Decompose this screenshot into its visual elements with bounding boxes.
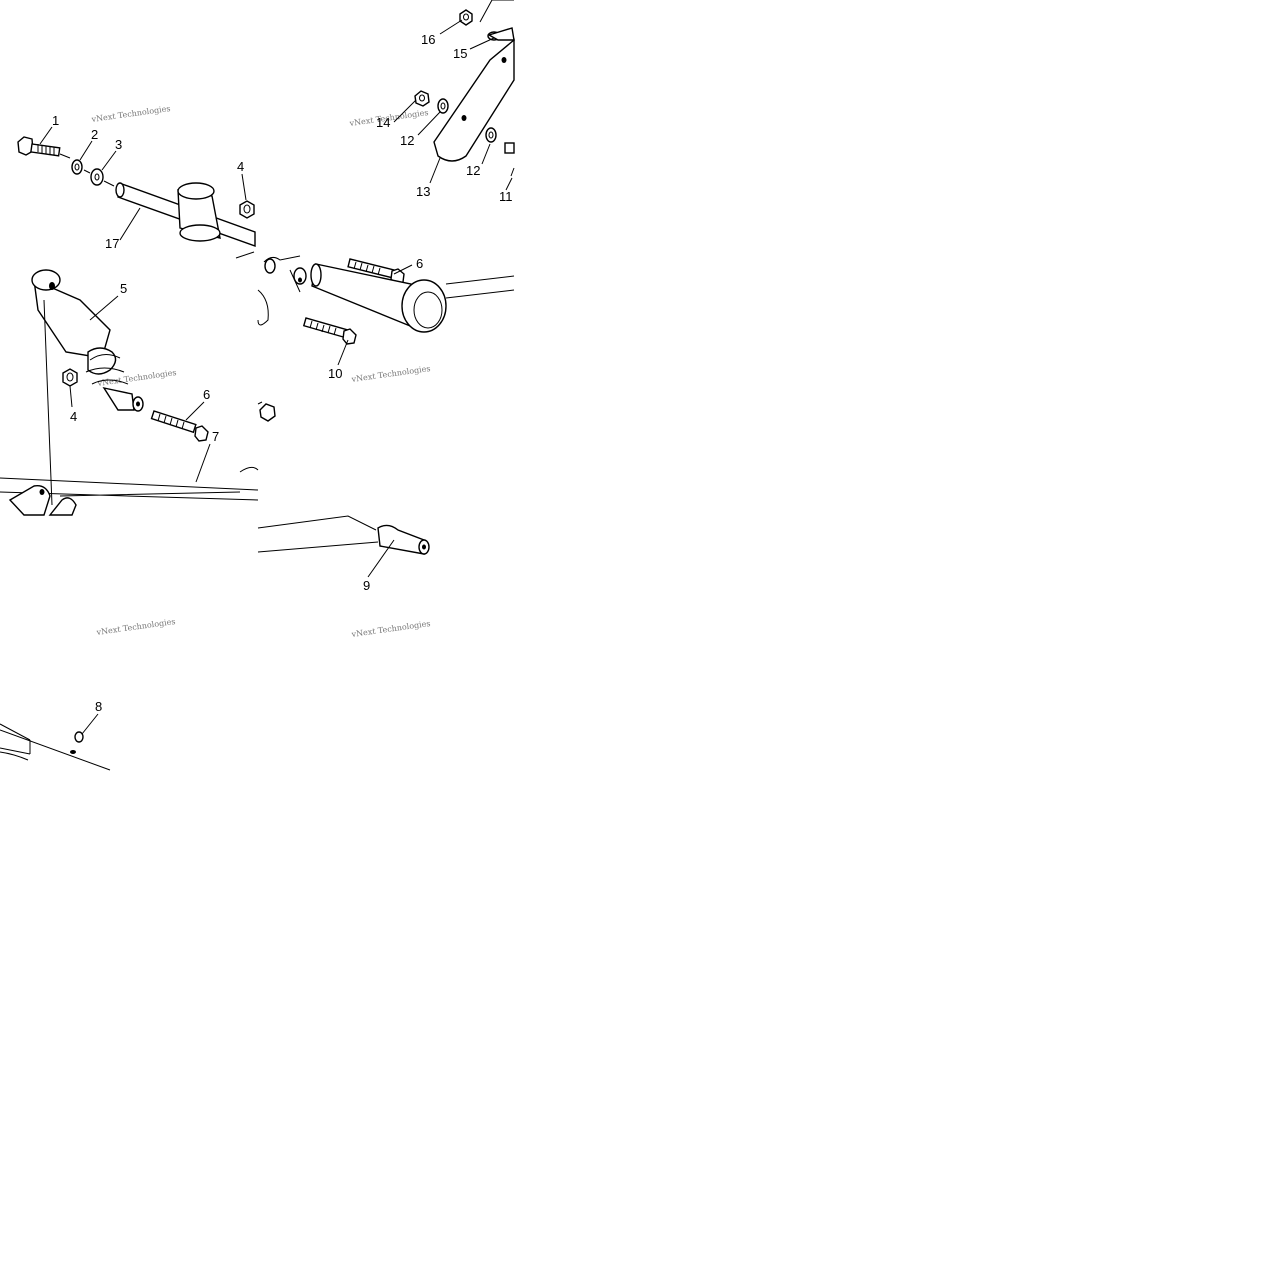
svg-text:vNext Technologies: vNext Technologies: [350, 619, 431, 639]
callout-12-lower: 12: [466, 163, 480, 178]
bolt-part-11: [504, 142, 515, 177]
callout-7: 7: [212, 429, 219, 444]
svg-text:vNext Technologies: vNext Technologies: [90, 104, 171, 124]
nut-part-4-lower: [62, 368, 78, 387]
shaft-part-17: [115, 182, 256, 247]
bolt-part-6-lower: [150, 410, 209, 442]
nut-part-14: [414, 90, 430, 107]
callout-1: 1: [52, 113, 59, 128]
pivot-pin-part-15: [487, 27, 515, 41]
callout-3: 3: [115, 137, 122, 152]
shock-absorber-part-5: [31, 269, 144, 506]
assembly-axis-line: [59, 153, 115, 187]
svg-text:vNext Technologies: vNext Technologies: [350, 364, 431, 384]
callout-6-upper: 6: [416, 256, 423, 271]
leader-lines: [39, 19, 513, 735]
watermark-6: vNext Technologies: [350, 619, 431, 639]
callout-4-upper: 4: [237, 159, 244, 174]
callout-5: 5: [120, 281, 127, 296]
callout-6-lower: 6: [203, 387, 210, 402]
washer-part-12-upper: [437, 98, 449, 114]
callout-14: 14: [376, 115, 390, 130]
callout-13: 13: [416, 184, 430, 199]
link-plate-part-13: [433, 38, 515, 162]
callout-8: 8: [95, 699, 102, 714]
grease-fitting-part-8: [0, 723, 111, 771]
rail-end-part-9: [257, 515, 430, 555]
bolt-part-10: [302, 317, 357, 345]
watermark-5: vNext Technologies: [95, 617, 176, 637]
callout-15: 15: [453, 46, 467, 61]
callout-2: 2: [91, 127, 98, 142]
callout-9: 9: [363, 578, 370, 593]
callout-4-lower: 4: [70, 409, 77, 424]
rail-part-7: [0, 466, 259, 516]
callout-10: 10: [328, 366, 342, 381]
shaft-spacer-upper: [310, 263, 515, 333]
nut-part-4-upper: [239, 200, 255, 219]
callout-17: 17: [105, 236, 119, 251]
bolt-part-1: [17, 136, 61, 157]
lock-washer-part-2: [71, 159, 83, 175]
callout-11: 11: [499, 189, 513, 204]
nut-part-16: [459, 9, 473, 26]
bolt-part-6-upper: [347, 258, 405, 285]
washer-part-3: [90, 168, 104, 186]
svg-text:vNext Technologies: vNext Technologies: [95, 617, 176, 637]
callout-12-upper: 12: [400, 133, 414, 148]
link-arm-upper: [479, 0, 514, 23]
washer-part-12-lower: [485, 127, 497, 143]
watermark-1: vNext Technologies: [90, 104, 171, 124]
center-linkage: [235, 251, 307, 326]
watermark-4: vNext Technologies: [350, 364, 431, 384]
nut-part-side: [257, 401, 276, 422]
callout-16: 16: [421, 32, 435, 47]
